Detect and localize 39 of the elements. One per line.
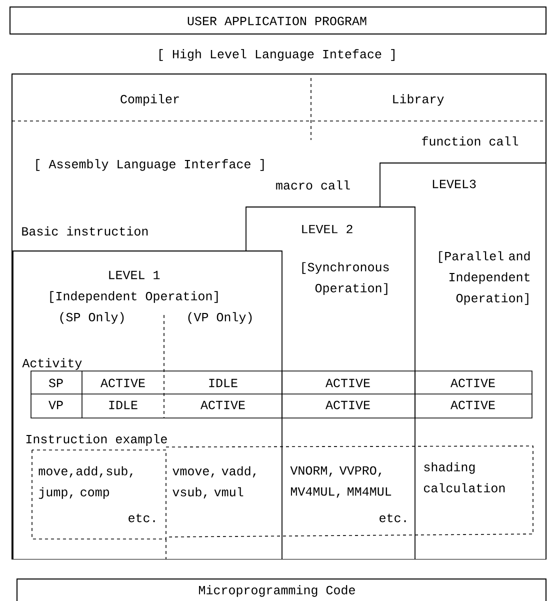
level-title: LEVEL3 (432, 180, 476, 188)
table-cell: ACTIVE (326, 378, 370, 388)
table-cell: ACTIVE (450, 400, 495, 410)
level-title: LEVEL 2 (302, 224, 352, 234)
level-description: [Parallel and Independent Operation] (439, 251, 530, 305)
instruction-list: shading calculation (424, 462, 505, 492)
call-label: function call (422, 136, 518, 146)
instruction-list: VNORM, VVPRO, MV4MUL, MM4MUL (290, 466, 392, 498)
instruction-list: vmove, vadd, vsub, vmul (172, 466, 256, 498)
row-header: VP (48, 400, 63, 410)
box-title: USER APPLICATION PROGRAM (188, 16, 366, 26)
table-cell: IDLE (109, 400, 138, 410)
table-cell: ACTIVE (100, 378, 145, 388)
section-label: Instruction example (26, 434, 167, 446)
program-box (10, 6, 546, 34)
interface-label: [ High Level Language Inteface ] (160, 49, 394, 61)
table-cell: ACTIVE (450, 378, 495, 388)
interface-frame (12, 74, 546, 560)
region-label: Compiler (120, 94, 179, 106)
level-description: [Independent Operation] (50, 291, 218, 303)
instruction-list: etc. (380, 514, 406, 522)
table-cell: IDLE (209, 378, 238, 388)
operation-mode: (VP Only) (188, 312, 252, 324)
region-label: Library (393, 94, 444, 106)
call-label: macro call (276, 180, 350, 190)
box-title: Microprogramming Code (199, 585, 355, 597)
program-box (16, 578, 546, 601)
instruction-list: move,add,sub, jump, comp (38, 466, 132, 499)
interface-label: [ Assembly Language Interface ] (36, 159, 264, 171)
operation-mode: (SP Only) (60, 312, 124, 324)
level-box (12, 250, 282, 560)
section-label: Activity (22, 358, 82, 370)
level-label: Basic instruction (22, 226, 148, 236)
table-cell: ACTIVE (200, 400, 245, 410)
table-cell: ACTIVE (326, 400, 370, 410)
row-header: SP (48, 378, 63, 388)
level-description: [Synchronous Operation] (302, 262, 389, 295)
instruction-list: etc. (128, 514, 155, 522)
level-title: LEVEL 1 (109, 270, 160, 280)
